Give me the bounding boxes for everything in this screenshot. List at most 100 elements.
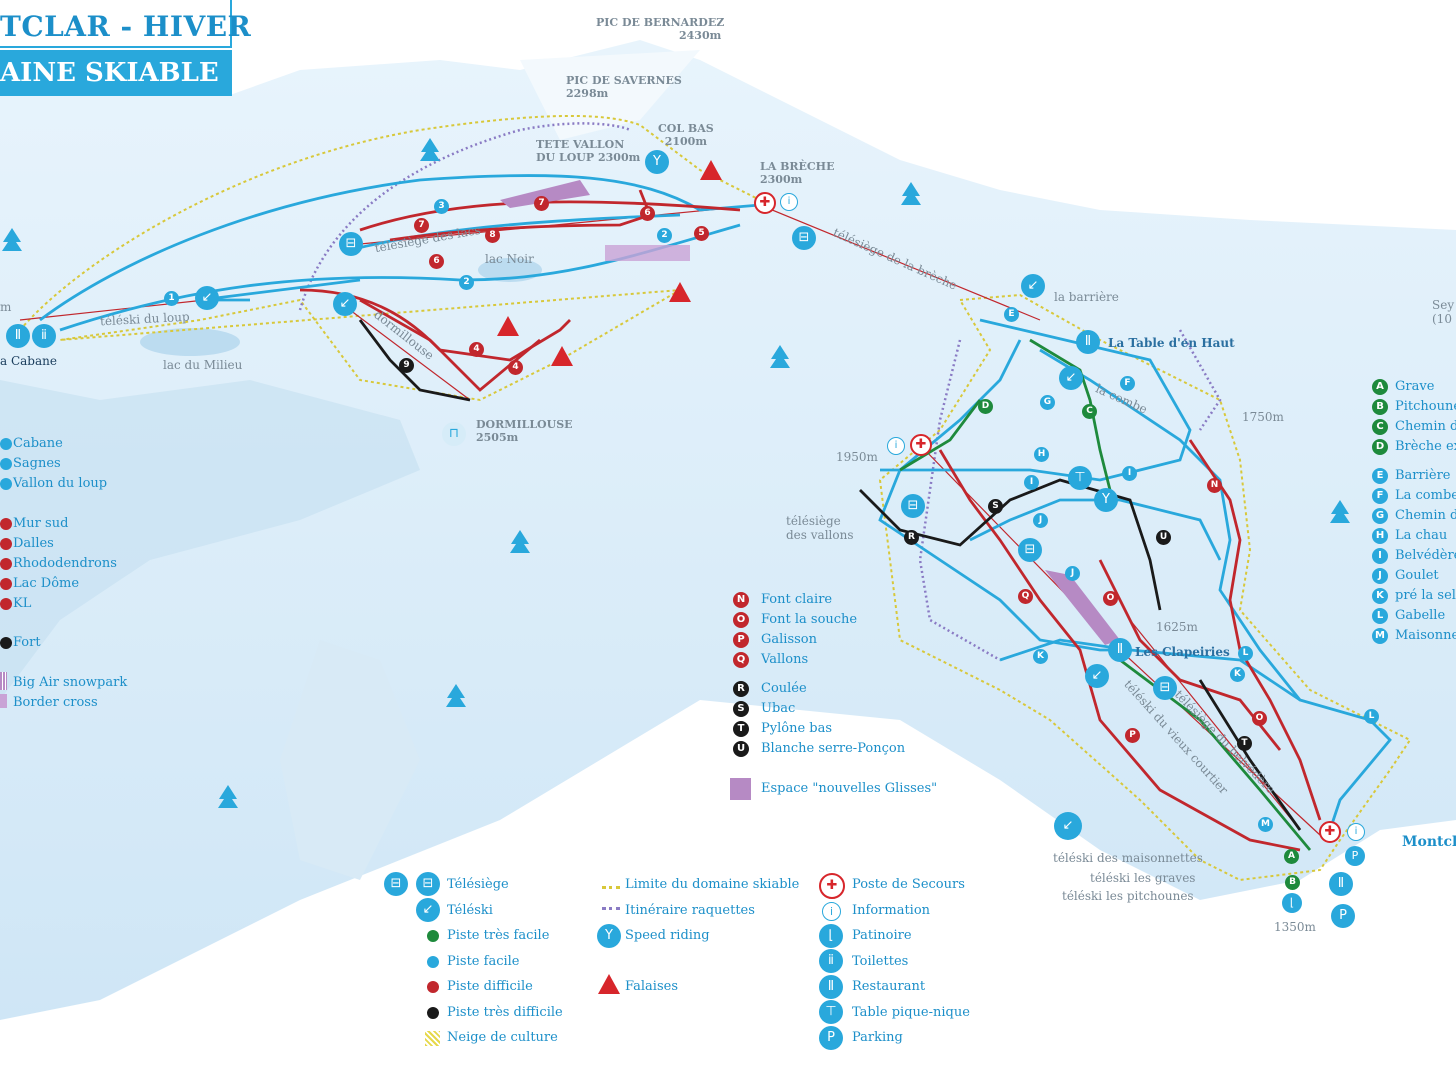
run-marker: N — [1207, 478, 1222, 493]
label-sey: Sey(10 — [1432, 298, 1455, 326]
legend-maisonne: Maisonne — [1395, 628, 1456, 643]
black-run — [358, 319, 471, 402]
skilift-icon[interactable]: ↙ — [195, 286, 219, 310]
parking-icon[interactable]: P — [1345, 846, 1365, 866]
run-marker: M — [1258, 817, 1273, 832]
cliffs — [497, 160, 722, 994]
red-dot — [427, 981, 439, 993]
black-run-dot — [0, 637, 12, 649]
blue-run — [880, 318, 1192, 482]
legend-ubac: Ubac — [761, 701, 796, 716]
cliff-warning-icon — [700, 160, 722, 180]
restaurant-icon[interactable]: Ⅱ — [6, 324, 30, 348]
tree-icon — [218, 785, 238, 808]
legend-barriere: Barrière — [1395, 468, 1451, 483]
legend-badge: S — [733, 701, 749, 717]
label-cabane: a Cabane — [0, 354, 57, 368]
legend-restaurant: Restaurant — [852, 979, 926, 994]
speed-riding-icon[interactable]: Y — [1094, 488, 1118, 512]
chairlift-top-icon[interactable]: ⊓ — [442, 422, 466, 446]
legend-goulet: Goulet — [1395, 568, 1439, 583]
legend-badge: P — [733, 632, 749, 648]
label-alt-1750: 1750m — [1242, 410, 1284, 424]
restaurant-icon[interactable]: Ⅱ — [1329, 872, 1353, 896]
chairlift-icon[interactable]: ⊟ — [901, 494, 925, 518]
label-teleski-graves: téléski les graves — [1090, 871, 1196, 885]
chairlift-icon[interactable]: ⊟ — [339, 232, 363, 256]
info-icon[interactable]: i — [887, 437, 905, 455]
skilift-icon[interactable]: ↙ — [1021, 274, 1045, 298]
legend-gabelle: Gabelle — [1395, 608, 1446, 623]
red-run-dot — [0, 578, 12, 590]
legend-patinoire: Patinoire — [852, 928, 912, 943]
legend-tres-facile: Piste très facile — [447, 928, 550, 943]
run-marker: 7 — [414, 218, 429, 233]
legend-badge: N — [733, 592, 749, 608]
run-marker: 4 — [469, 342, 484, 357]
snowpark-zone — [500, 180, 590, 208]
parking-icon: P — [819, 1026, 843, 1050]
legend-badge: C — [1372, 419, 1388, 435]
skilift-icon[interactable]: ↙ — [1054, 812, 1082, 840]
run-marker: U — [1156, 530, 1171, 545]
skating-rink-icon[interactable]: ⌊ — [1282, 893, 1302, 913]
label-la-barriere: la barrière — [1054, 290, 1119, 304]
legend-badge: I — [1372, 548, 1388, 564]
run-marker: 7 — [534, 196, 549, 211]
restaurant-icon: Ⅱ — [819, 975, 843, 999]
border-cross-swatch — [0, 694, 7, 708]
chairlift-icon[interactable]: ⊟ — [1018, 538, 1042, 562]
first-aid-icon[interactable]: ✚ — [754, 192, 776, 214]
lake — [140, 328, 240, 356]
skilift-icon[interactable]: ↙ — [1059, 366, 1083, 390]
chairlift-icon[interactable]: ⊟ — [792, 226, 816, 250]
label-lac-noir: lac Noir — [485, 252, 534, 266]
legend-toilettes: Toilettes — [852, 954, 909, 969]
skilift-icon[interactable]: ↙ — [333, 292, 357, 316]
run-marker: E — [1004, 307, 1019, 322]
legend-la-chau: La chau — [1395, 528, 1448, 543]
legend-badge: H — [1372, 528, 1388, 544]
map-subtitle: AINE SKIABLE — [0, 58, 219, 88]
legend-poste-secours: Poste de Secours — [852, 877, 965, 892]
tree-icon — [510, 530, 530, 553]
legend-badge: O — [733, 612, 749, 628]
first-aid-icon[interactable]: ✚ — [910, 434, 932, 456]
espace-glisses-swatch — [730, 778, 751, 800]
run-marker: K — [1033, 649, 1048, 664]
restaurant-icon[interactable]: Ⅱ — [1076, 330, 1100, 354]
speed-riding-icon[interactable]: Y — [645, 150, 669, 174]
tree-icon — [901, 182, 921, 205]
picnic-table-icon[interactable]: ⊤ — [1068, 466, 1092, 490]
terrain-area — [280, 640, 420, 880]
blue-run — [39, 174, 761, 322]
parking-icon[interactable]: P — [1331, 904, 1355, 928]
toilets-icon[interactable]: ⅱ — [32, 324, 56, 348]
first-aid-icon[interactable]: ✚ — [1319, 821, 1341, 843]
run-marker: K — [1230, 667, 1245, 682]
chairlift-icon[interactable]: ⊟ — [1153, 676, 1177, 700]
info-icon[interactable]: i — [780, 193, 798, 211]
cliff-warning-icon — [497, 316, 519, 336]
legend-vallons: Vallons — [761, 652, 809, 667]
cliff-warning-icon — [551, 346, 573, 366]
picnic-table-icon: ⊤ — [819, 1000, 843, 1024]
legend-sagnes: Sagnes — [13, 456, 61, 471]
legend-grave: Grave — [1395, 379, 1435, 394]
restaurant-icon[interactable]: Ⅱ — [1108, 638, 1132, 662]
run-marker: 2 — [459, 275, 474, 290]
label-alt-m: m — [0, 300, 12, 314]
legend-badge: R — [733, 681, 749, 697]
legend-limite: Limite du domaine skiable — [625, 877, 800, 892]
info-icon[interactable]: i — [1347, 823, 1365, 841]
skilift-icon[interactable]: ↙ — [1085, 664, 1109, 688]
run-marker: C — [1082, 404, 1097, 419]
label-les-clapeiries: Les Clapeiries — [1135, 645, 1230, 659]
run-marker: L — [1364, 709, 1379, 724]
run-marker: S — [988, 499, 1003, 514]
run-marker: H — [1034, 447, 1049, 462]
legend-badge: F — [1372, 488, 1388, 504]
